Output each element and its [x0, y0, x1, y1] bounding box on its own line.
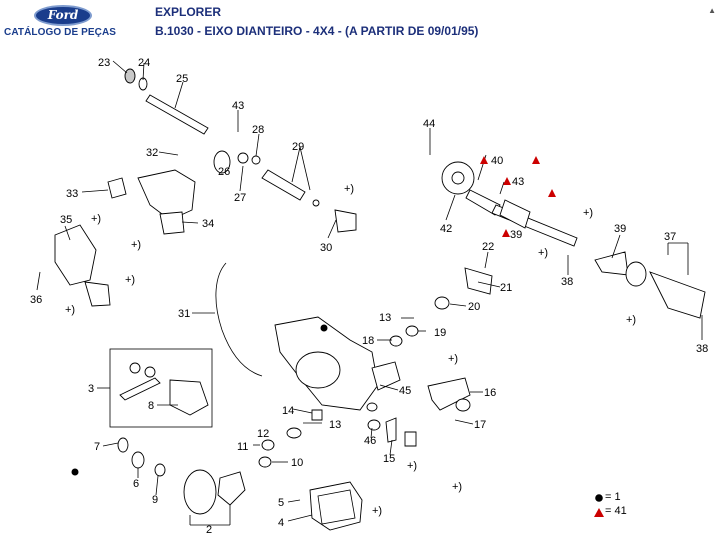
leader-lines: [36, 60, 703, 526]
triangle-marker: [548, 189, 556, 197]
plus-marker: +): [344, 183, 354, 195]
callout-label: 40: [491, 155, 503, 167]
callout-label: 3: [88, 383, 94, 395]
plus-marker: +): [538, 247, 548, 259]
plus-marker: +): [91, 213, 101, 225]
callout-label: 19: [434, 327, 446, 339]
callout-label: 30: [320, 242, 332, 254]
callout-label: 15: [383, 453, 395, 465]
callout-label: 26: [218, 166, 230, 178]
callout-label: 43: [232, 100, 244, 112]
plus-marker: +): [448, 353, 458, 365]
callout-label: 46: [364, 435, 376, 447]
callout-label: 11: [237, 441, 248, 453]
callout-label: 23: [98, 57, 110, 69]
triangle-marker: [503, 177, 511, 185]
callout-label: 29: [292, 141, 304, 153]
callout-label: 32: [146, 147, 158, 159]
section-title: B.1030 - EIXO DIANTEIRO - 4X4 - (A PARTI…: [155, 24, 479, 38]
plus-marker: +): [372, 505, 382, 517]
plus-marker: +): [125, 274, 135, 286]
callout-label: 39: [614, 223, 626, 235]
vehicle-title: EXPLORER: [155, 5, 222, 19]
callout-label: 10: [291, 457, 303, 469]
plus-marker: +): [452, 481, 462, 493]
callout-label: 35: [60, 214, 72, 226]
reference-symbols: [71, 156, 556, 476]
callout-label: 39: [510, 229, 522, 241]
triangle-marker: [532, 156, 540, 164]
legend-dot-icon: [595, 494, 603, 502]
parts-drawing: [54, 68, 706, 531]
plus-marker: +): [407, 460, 417, 472]
callout-label: 17: [474, 419, 486, 431]
callout-label: 8: [148, 400, 154, 412]
legend-triangle-text: = 41: [605, 505, 627, 517]
callout-label: 9: [152, 494, 158, 506]
scroll-up-icon[interactable]: ▲: [708, 6, 716, 15]
callout-label: 42: [440, 223, 452, 235]
callout-label: 13: [379, 312, 391, 324]
callout-label: 34: [202, 218, 214, 230]
triangle-marker: [480, 156, 488, 164]
callout-label: 43: [512, 176, 524, 188]
callout-label: 45: [399, 385, 411, 397]
plus-marker: +): [65, 304, 75, 316]
plus-marker: +): [131, 239, 141, 251]
callout-label: 36: [30, 294, 42, 306]
callout-label: 7: [94, 441, 100, 453]
dot-marker: [71, 468, 79, 476]
callout-label: 33: [66, 188, 78, 200]
plus-marker: +): [583, 207, 593, 219]
callout-label: 21: [500, 282, 512, 294]
plus-markers: +) +) +) +) +) +) +) +) +) +) +) +): [65, 183, 636, 517]
callout-label: 25: [176, 73, 188, 85]
callout-label: 2: [206, 524, 212, 536]
callout-label: 31: [178, 308, 190, 320]
callout-label: 5: [278, 497, 284, 509]
callout-label: 38: [696, 343, 708, 355]
callout-label: 14: [282, 405, 294, 417]
catalog-label: CATÁLOGO DE PEÇAS: [4, 27, 117, 38]
callout-label: 6: [133, 478, 139, 490]
callout-label: 37: [664, 231, 676, 243]
callout-label: 28: [252, 124, 264, 136]
callout-label: 44: [423, 118, 435, 130]
callout-label: 13: [329, 419, 341, 431]
callout-label: 12: [257, 428, 269, 440]
callout-label: 22: [482, 241, 494, 253]
callout-label: 27: [234, 192, 246, 204]
callout-label: 20: [468, 301, 480, 313]
callout-labels: 23 24 25 43 32 28 26 29 27 33 34 30 35 3…: [30, 57, 708, 536]
ford-logo[interactable]: Ford CATÁLOGO DE PEÇAS: [0, 2, 128, 44]
callout-label: 38: [561, 276, 573, 288]
legend-triangle-icon: [594, 508, 604, 517]
header: Ford CATÁLOGO DE PEÇAS EXPLORER B.1030 -…: [0, 0, 719, 46]
exploded-parts-diagram: 23 24 25 43 32 28 26 29 27 33 34 30 35 3…: [30, 57, 708, 536]
legend-dot-text: = 1: [605, 491, 621, 503]
ford-oval-icon: Ford: [34, 5, 92, 26]
triangle-marker: [502, 229, 510, 237]
dot-marker: [320, 324, 328, 332]
plus-marker: +): [626, 314, 636, 326]
callout-label: 18: [362, 335, 374, 347]
callout-label: 16: [484, 387, 496, 399]
callout-label: 24: [138, 57, 150, 69]
callout-label: 4: [278, 517, 284, 529]
